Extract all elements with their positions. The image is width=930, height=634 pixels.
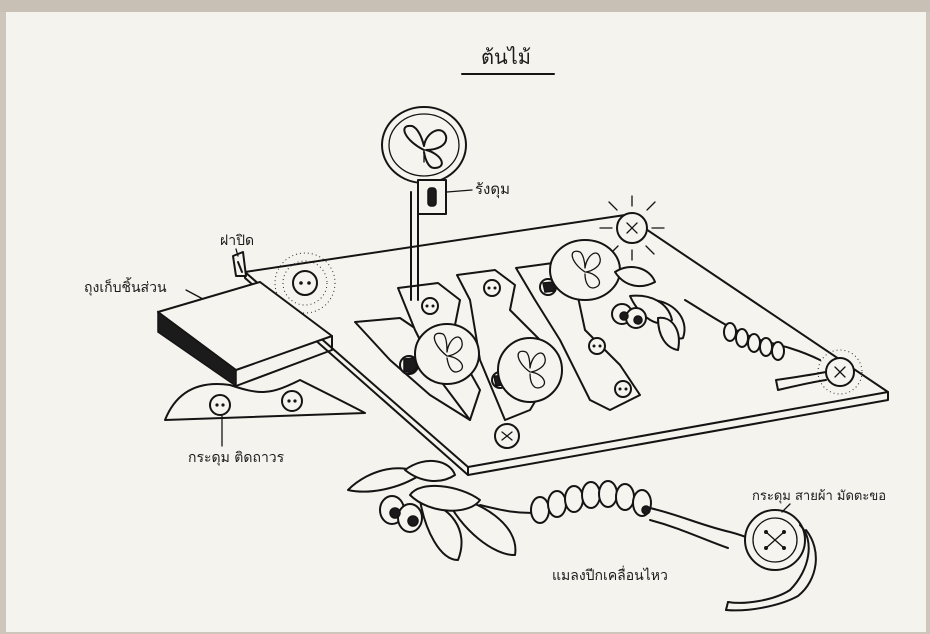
leaf-disc-2[interactable] — [497, 337, 563, 403]
storage-pocket-label: ถุงเก็บชิ้นส่วน — [84, 277, 167, 296]
hanging-leaf-tag[interactable] — [381, 106, 467, 301]
title-label: ต้นไม้ — [481, 45, 531, 69]
lid-label: ฝาปิด — [220, 233, 254, 249]
sewn-button-2[interactable] — [281, 390, 303, 412]
sewn-buttons-label: กระดุม ติดถาวร — [188, 450, 285, 466]
lid-tab[interactable] — [232, 251, 247, 277]
large-strap-button[interactable] — [725, 509, 817, 612]
button-strap-label: กระดุม สายผ้า มัดตะขอ — [752, 489, 886, 504]
leaf-disc-3[interactable] — [549, 239, 621, 301]
board-strap-button[interactable] — [775, 349, 863, 395]
detached-caterpillar[interactable] — [347, 459, 761, 561]
sewn-button-1[interactable] — [209, 394, 231, 416]
button-strap-pointer — [781, 503, 791, 513]
paper-top-shadow — [0, 0, 930, 12]
button-hole-label: รังดุม — [475, 180, 510, 199]
sun-button-right[interactable] — [599, 195, 665, 261]
button-hole-pointer — [446, 189, 473, 193]
board-bottom-button[interactable] — [494, 423, 520, 449]
lid-pointer — [235, 248, 239, 257]
sun-button-left[interactable] — [274, 252, 336, 314]
storage-pocket[interactable] — [157, 281, 333, 388]
caterpillar-label: แมลงปีกเคลื่อนไหว — [552, 566, 668, 584]
leaf-disc-1[interactable] — [414, 323, 480, 385]
board-caterpillar[interactable] — [611, 266, 821, 361]
leaf-strip-1[interactable] — [354, 317, 471, 421]
